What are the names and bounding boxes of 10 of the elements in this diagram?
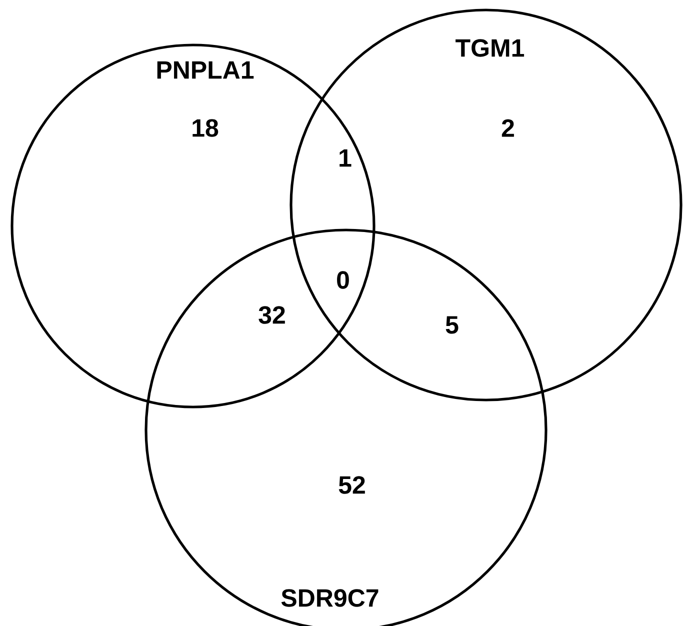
count-label: 1 (340, 149, 352, 167)
set-name: PNPLA1 (157, 61, 254, 79)
count-label: 52 (338, 476, 365, 494)
count-label: 0 (337, 271, 349, 289)
set-name: SDR9C7 (281, 589, 378, 607)
count-label: 5 (446, 316, 458, 334)
set-name: TGM1 (456, 39, 524, 57)
count-label: 2 (502, 119, 514, 137)
count-label: 32 (258, 306, 285, 324)
count-label: 18 (192, 119, 218, 137)
